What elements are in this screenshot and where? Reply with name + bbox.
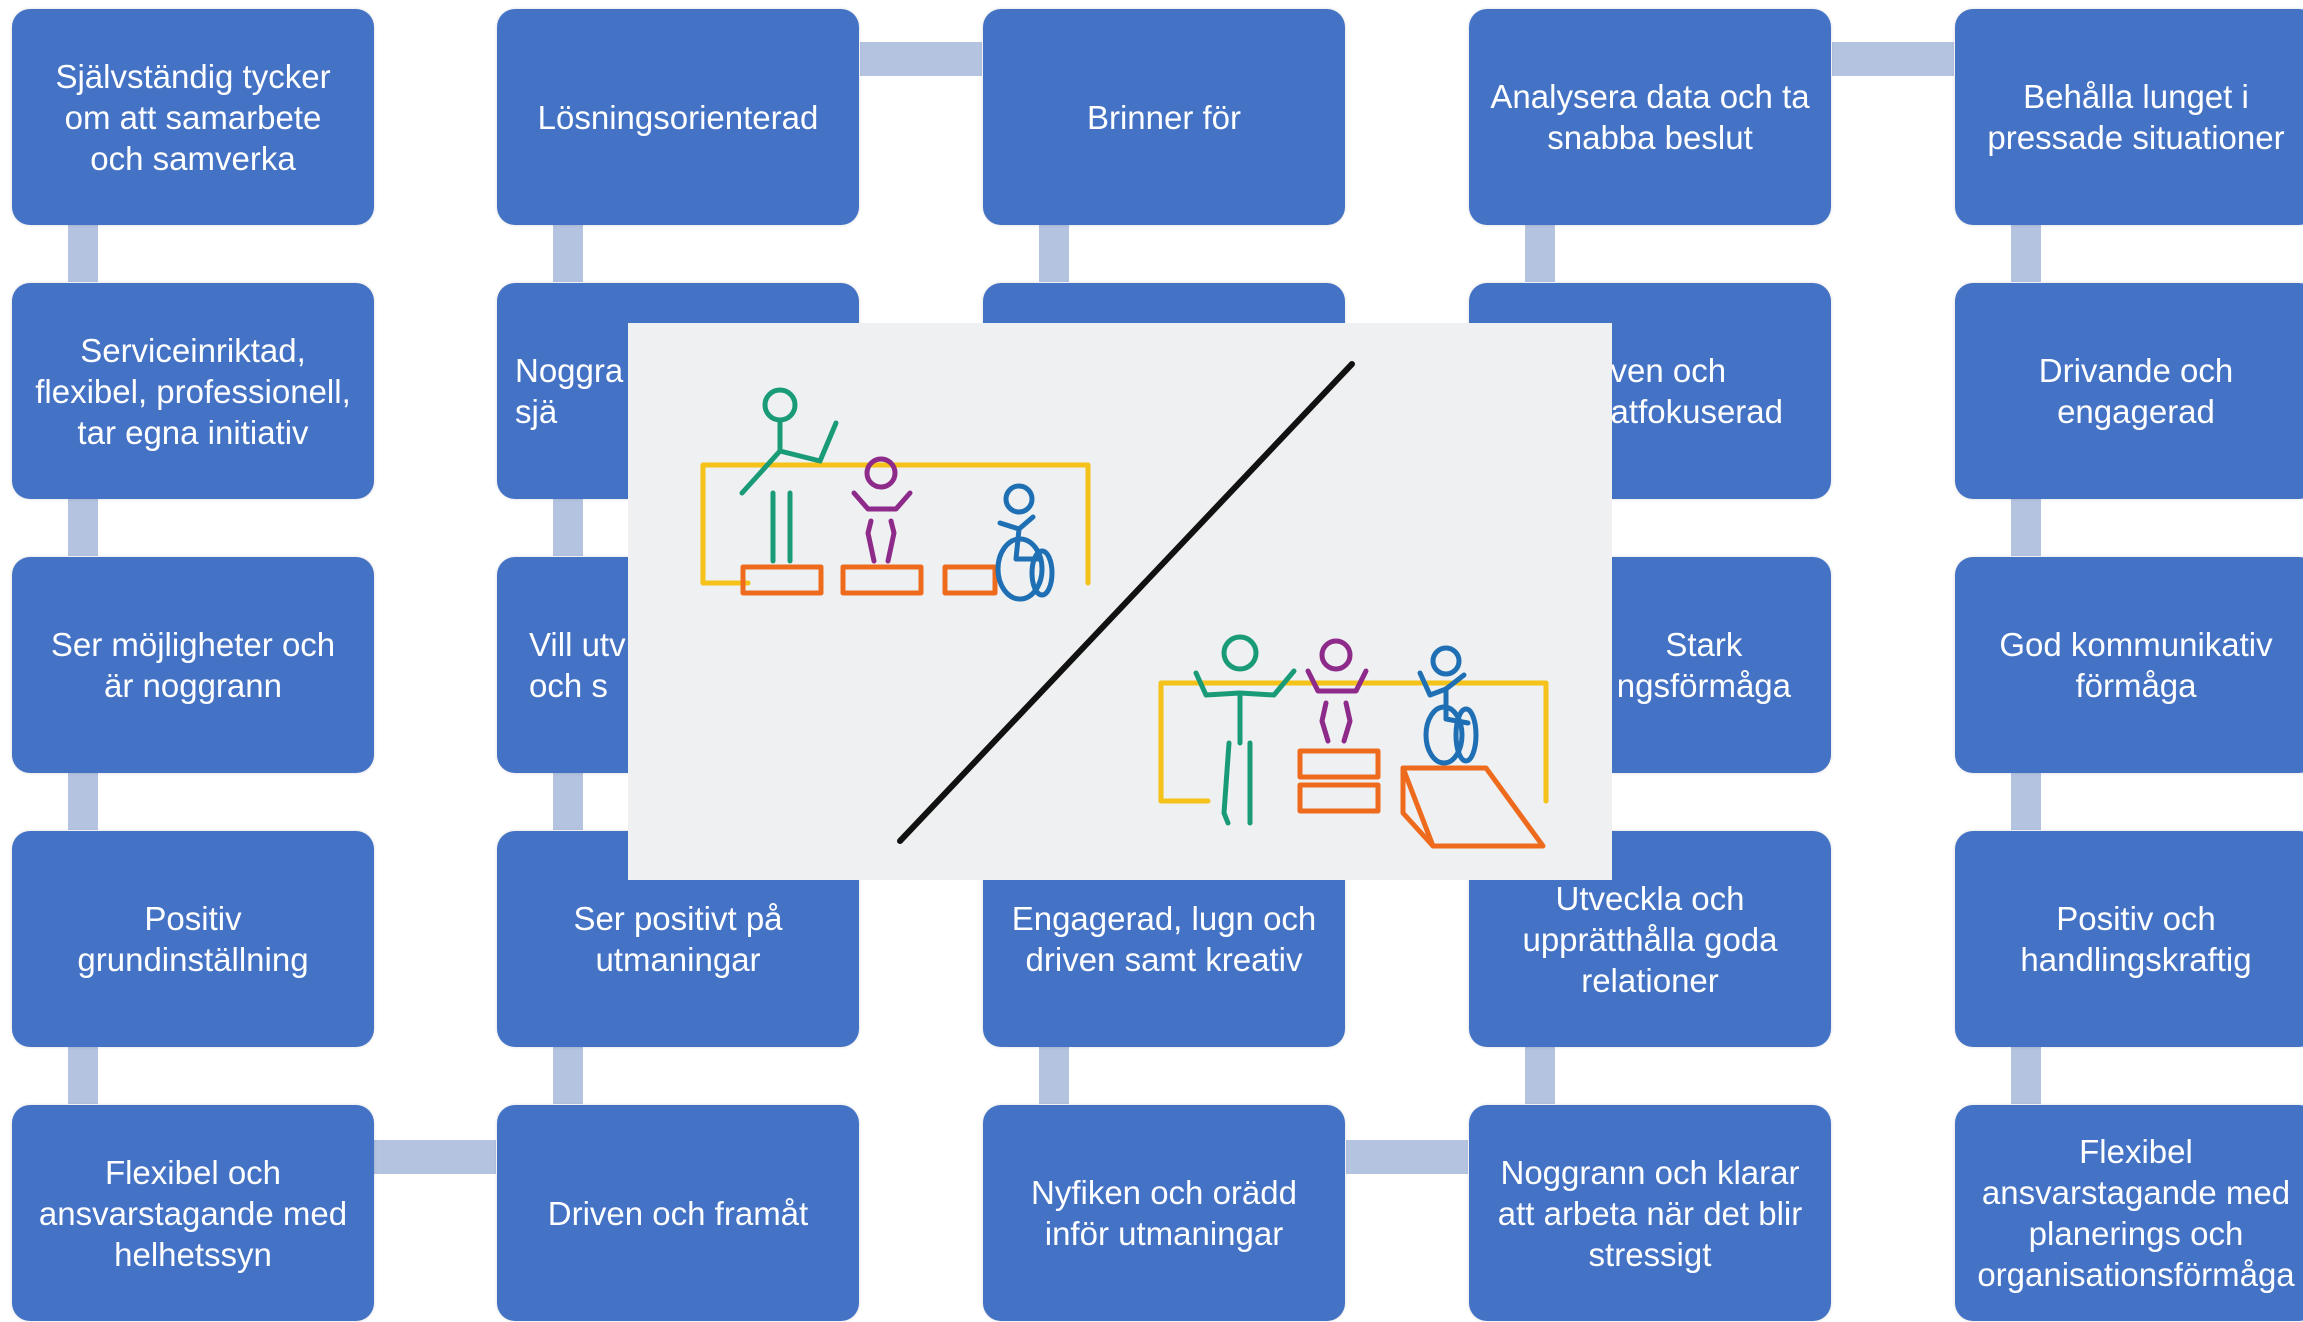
trait-box: Flexibel och ansvarstagande med helhetss… (12, 1105, 374, 1321)
crate (1297, 748, 1381, 780)
connector (2011, 225, 2041, 282)
connector (2011, 1047, 2041, 1104)
connector (2011, 773, 2041, 830)
connector (2011, 499, 2041, 556)
trait-box: Analysera data och ta snabba beslut (1469, 9, 1831, 225)
equality-vs-equity-illustration (628, 323, 1612, 880)
connector (860, 42, 982, 76)
tall-person-icon (1193, 634, 1297, 826)
trait-box: Behålla lunget i pressade situationer (1955, 9, 2303, 225)
connector (68, 225, 98, 282)
connector (553, 773, 583, 830)
child-icon (851, 456, 913, 564)
trait-box: God kommunikativ förmåga (1955, 557, 2303, 773)
connector (68, 1047, 98, 1104)
trait-box: Driven och framåt (497, 1105, 859, 1321)
connector (1832, 42, 1954, 76)
connector (1039, 1047, 1069, 1104)
trait-box: Brinner för (983, 9, 1345, 225)
connector (68, 499, 98, 556)
trait-box: Positiv grundinställning (12, 831, 374, 1047)
ramp (1400, 765, 1546, 849)
ramp (1400, 765, 1436, 849)
connector (553, 225, 583, 282)
connector (1525, 225, 1555, 282)
connector (1346, 1140, 1468, 1174)
equity-scene (1158, 634, 1549, 849)
wheelchair-user-icon (995, 483, 1055, 602)
crate (840, 564, 924, 596)
wheelchair-user-icon (1417, 645, 1479, 766)
trait-box: Nyfiken och orädd inför utmaningar (983, 1105, 1345, 1321)
fence-frame (1158, 680, 1549, 804)
connector (553, 1047, 583, 1104)
connector (1039, 225, 1069, 282)
trait-box: Drivande och engagerad (1955, 283, 2303, 499)
connector (553, 499, 583, 556)
tall-person-icon (739, 387, 839, 564)
fence-frame (700, 462, 1091, 586)
trait-box: Lösningsorienterad (497, 9, 859, 225)
equality-scene (700, 387, 1091, 602)
trait-box: Flexibel ansvarstagande med planerings o… (1955, 1105, 2303, 1321)
trait-box: Noggrann och klarar att arbeta när det b… (1469, 1105, 1831, 1321)
trait-box: Självständig tycker om att samarbete och… (12, 9, 374, 225)
connector (68, 773, 98, 830)
trait-box: Ser möjligheter och är noggrann (12, 557, 374, 773)
child-icon (1305, 638, 1369, 744)
crate (942, 564, 998, 596)
illustration-svg (700, 361, 1549, 849)
connector (1525, 1047, 1555, 1104)
crate (740, 564, 824, 596)
crate (1297, 782, 1381, 814)
trait-box: Serviceinriktad, flexibel, professionell… (12, 283, 374, 499)
trait-box: Positiv och handlingskraftig (1955, 831, 2303, 1047)
diagonal-divider (897, 361, 1355, 844)
connector (374, 1140, 496, 1174)
